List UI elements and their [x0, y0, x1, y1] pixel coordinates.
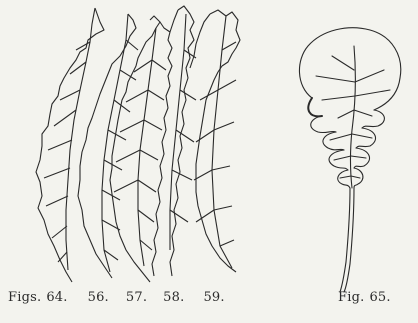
- figure-number: 65.: [369, 290, 390, 306]
- figure-number: 64.: [46, 290, 67, 306]
- lyrate-leaf-fig-65: [299, 28, 400, 292]
- figure-number: 58.: [163, 290, 184, 306]
- leaf-fig-56: [78, 14, 136, 278]
- figure-number: 56.: [88, 290, 109, 306]
- figure-number: 59.: [203, 290, 224, 306]
- leaf-fig-64: [36, 8, 104, 282]
- caption-prefix-fig: Fig.: [338, 290, 364, 305]
- leaf-group-figs-64-59: [36, 6, 240, 282]
- figure-number: 57.: [126, 290, 147, 306]
- caption-figs-64-59: Figs. 64. 56. 57. 58. 59.: [8, 290, 225, 306]
- leaf-fig-58: [170, 6, 194, 276]
- caption-fig-65: Fig. 65.: [338, 290, 391, 306]
- caption-prefix-figs: Figs.: [8, 290, 41, 305]
